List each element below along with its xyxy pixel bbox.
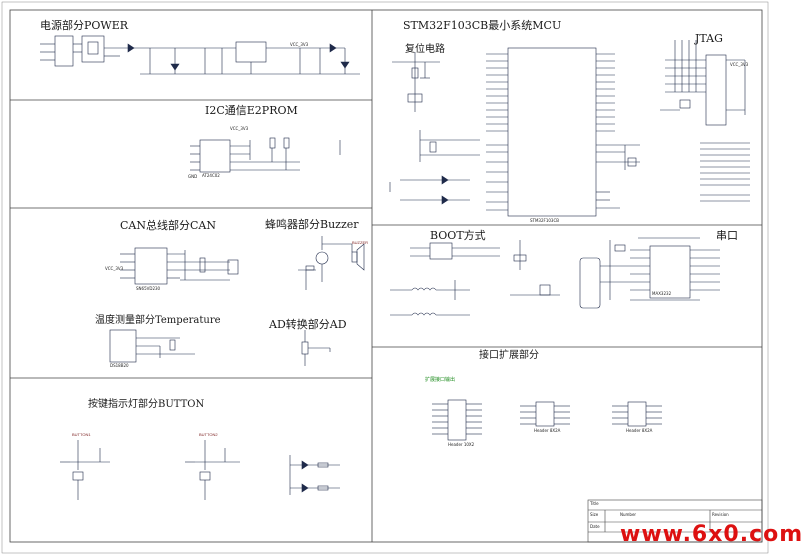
title-block — [587, 499, 763, 543]
title-block-revision: Revision — [712, 512, 729, 517]
section-title-power: 电源部分POWER — [40, 19, 129, 32]
section-title-expansion: 接口扩展部分 — [479, 350, 539, 361]
title-block-number: Number — [620, 512, 637, 517]
sheet-frame — [9, 9, 763, 543]
button2-label: BUTTON2 — [199, 432, 218, 437]
watermark-logo: www.6x0.com — [620, 522, 803, 547]
vcc-label-i2c: VCC_3V3 — [230, 126, 249, 131]
header-10x2-label: Header 10X2 — [448, 442, 475, 447]
section-title-i2c: I2C通信E2PROM — [205, 104, 298, 117]
can-circuit — [120, 247, 239, 285]
vcc-label-jtag: VCC_3V3 — [730, 62, 749, 67]
vcc-label-power: VCC_3V3 — [290, 42, 309, 47]
button-circuit — [60, 440, 340, 500]
buzzer-net-label: BUZZER — [352, 240, 368, 245]
section-title-ad: AD转换部分AD — [269, 318, 347, 331]
section-title-buzzer: 蜂鸣器部分Buzzer — [265, 218, 359, 231]
ad-circuit — [301, 330, 331, 366]
button1-label: BUTTON1 — [72, 432, 91, 437]
section-title-can: CAN总线部分CAN — [120, 219, 216, 232]
title-block-date: Date — [590, 524, 600, 529]
sheet-outer — [1, 1, 769, 554]
temperature-circuit — [109, 329, 195, 363]
title-block-size: Size — [590, 512, 599, 517]
power-circuit — [40, 35, 360, 75]
section-title-button: 按键指示灯部分BUTTON — [88, 399, 205, 410]
section-title-jtag: JTAG — [695, 32, 723, 45]
header-8x2a-label-2: Header 8X2A — [626, 428, 653, 433]
schematic-sheet — [1, 1, 769, 554]
uart-circuit — [579, 237, 720, 309]
section-dividers — [10, 10, 762, 542]
mcu-net-labels — [700, 142, 750, 202]
vcc-label-can: VCC_3V3 — [105, 266, 124, 271]
expansion-note: 扩展接口输出 — [425, 377, 456, 383]
watermark-text: www.6x0.com — [620, 522, 803, 547]
section-title-reset: 复位电路 — [405, 44, 445, 55]
can-chip-label: SN65VD230 — [136, 286, 161, 291]
header-8x2a-label-1: Header 8X2A — [534, 428, 561, 433]
section-title-mcu: STM32F103CB最小系统MCU — [403, 19, 562, 32]
boot-circuit — [390, 240, 560, 316]
gnd-label-i2c: GND — [188, 174, 198, 179]
mcu-circuit — [389, 47, 640, 217]
expansion-headers — [432, 399, 662, 441]
jtag-circuit — [660, 40, 746, 126]
title-block-title: Title — [590, 501, 599, 506]
temp-chip-label: DS18B20 — [110, 363, 129, 368]
buzzer-circuit — [298, 236, 365, 290]
section-title-boot: BOOT方式 — [430, 229, 486, 242]
i2c-circuit — [190, 137, 341, 173]
section-title-temp: 温度测量部分Temperature — [95, 315, 221, 326]
uart-chip-label: MAX3232 — [652, 291, 672, 296]
mcu-chip-label: STM32F103CB — [530, 218, 559, 223]
eeprom-chip-label: AT24C02 — [202, 173, 220, 178]
section-title-uart: 串口 — [716, 229, 738, 242]
